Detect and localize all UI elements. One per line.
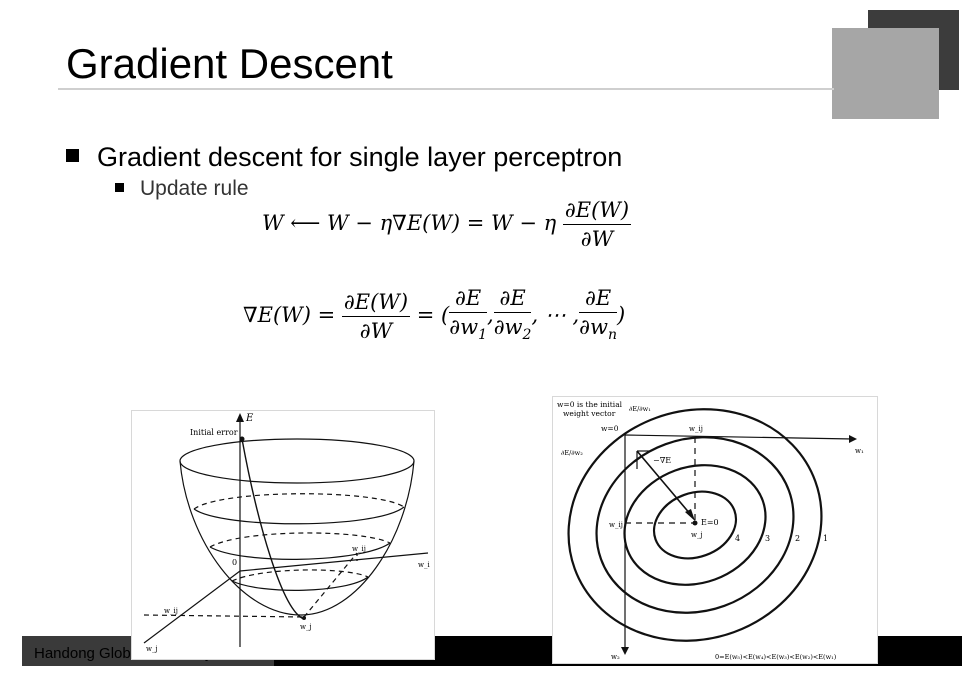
- bowl-outline: [179, 460, 415, 616]
- wj-axis: [143, 570, 241, 644]
- wij-left-label: w_ij: [164, 607, 178, 615]
- initial-weight-note-line2: weight vector: [563, 409, 616, 418]
- contour-4: [652, 490, 738, 560]
- descent-path: [241, 438, 305, 620]
- origin-label: 0: [232, 558, 237, 567]
- dE-dw1-label: ∂E/∂w₁: [629, 405, 651, 413]
- denominator-base: ∂w: [449, 315, 479, 339]
- partial-w1: ∂E ∂w1: [449, 284, 488, 349]
- partial-wn: ∂E ∂wn: [579, 284, 618, 349]
- title-underline: [58, 88, 834, 90]
- neg-grad-label: −∇E: [653, 456, 671, 465]
- gradient-fraction: ∂E(W) ∂W: [341, 288, 411, 345]
- sub-bullet-text: Update rule: [140, 177, 249, 200]
- wi-axis: [239, 552, 429, 572]
- contour-2: [595, 436, 795, 614]
- square-bullet-icon: [66, 149, 79, 162]
- contour-figure: w=0 is the initial weight vector ∂E/∂w₁ …: [552, 396, 878, 664]
- closing-paren: ): [617, 303, 626, 328]
- e-zero-label: E=0: [701, 518, 719, 527]
- denominator-subscript: 1: [478, 327, 488, 344]
- error-surface-diagram: E Initial error 0 w_ij w_ij w_i w_j w_j: [143, 413, 430, 653]
- main-bullet-text: Gradient descent for single layer percep…: [97, 142, 623, 172]
- projection-line-2: [303, 552, 358, 618]
- gradient-lhs: ∇E(W) =: [243, 303, 336, 328]
- corner-decoration-light: [832, 28, 939, 119]
- minimum-point: [302, 616, 306, 620]
- fraction-numerator: ∂E(W): [562, 196, 632, 225]
- contour-3: [623, 464, 767, 586]
- contour-label-2: 2: [795, 534, 800, 543]
- denominator-base: ∂w: [493, 315, 523, 339]
- fraction-numerator: ∂E: [493, 284, 532, 313]
- contour-1: [567, 408, 823, 642]
- w2-axis-arrowhead: [621, 647, 629, 655]
- bowl-band2-front: [209, 542, 391, 560]
- wj-axis-label: w_j: [146, 645, 158, 653]
- descent-arrow: [636, 450, 692, 516]
- main-bullet: Gradient descent for single layer percep…: [66, 140, 622, 174]
- bowl-band2-back: [209, 532, 391, 548]
- denominator-subscript: n: [608, 327, 618, 344]
- dE-dw2-label: ∂E/∂w₂: [561, 449, 583, 457]
- minimum-point: [692, 520, 698, 526]
- contour-label-3: 3: [765, 534, 770, 543]
- fraction-numerator: ∂E: [449, 284, 488, 313]
- update-rule-equation: W ⟵ W − η∇E(W) = W − η ∂E(W) ∂W: [262, 196, 632, 253]
- update-rule-fraction: ∂E(W) ∂W: [562, 196, 632, 253]
- ellipsis: , ⋯ ,: [531, 303, 580, 328]
- bowl-band3-back: [231, 569, 369, 582]
- update-rule-lhs: W ⟵ W − η∇E(W) = W − η: [262, 211, 557, 235]
- partial-w2: ∂E ∂w2: [493, 284, 532, 349]
- w1-axis: [624, 434, 854, 440]
- wi-axis-label: w_i: [418, 561, 430, 569]
- w1-axis-label: w₁: [855, 447, 864, 455]
- slide-title: Gradient Descent: [66, 40, 393, 87]
- w0-label: w=0: [601, 424, 619, 433]
- wj-point-label: w_j: [300, 623, 312, 631]
- e-axis-arrowhead: [236, 413, 244, 422]
- wij-top-label: w_ij: [352, 545, 366, 553]
- fraction-denominator: ∂wn: [579, 313, 617, 349]
- error-surface-figure: E Initial error 0 w_ij w_ij w_i w_j w_j: [131, 410, 435, 660]
- fraction-numerator: ∂E: [579, 284, 618, 313]
- fraction-denominator: ∂w2: [494, 313, 532, 349]
- initial-error-label: Initial error: [190, 428, 238, 437]
- contour-label-1: 1: [823, 534, 828, 543]
- square-bullet-icon: [115, 183, 124, 192]
- contour-label-4: 4: [735, 534, 740, 543]
- fraction-denominator: ∂W: [580, 227, 614, 251]
- energy-ordering-label: 0=E(w₅)<E(w₄)<E(w₃)<E(w₂)<E(w₁): [715, 653, 837, 661]
- fraction-denominator: ∂w1: [449, 313, 487, 349]
- sub-bullet: Update rule: [115, 176, 249, 202]
- fraction-numerator: ∂E(W): [341, 288, 411, 318]
- projection-line-1: [143, 614, 305, 618]
- bowl-rim: [179, 438, 415, 484]
- w1-axis-arrowhead: [849, 435, 857, 443]
- gradient-equals: = (: [416, 303, 450, 328]
- fraction-denominator: ∂W: [359, 319, 393, 344]
- bowl-band-front: [193, 506, 405, 525]
- initial-error-point: [239, 436, 245, 442]
- w2-axis-label: w₂: [611, 653, 620, 661]
- denominator-base: ∂w: [579, 315, 609, 339]
- contour-diagram: w=0 is the initial weight vector ∂E/∂w₁ …: [557, 400, 864, 661]
- bowl-band-back: [193, 493, 405, 510]
- e-axis-label: E: [245, 413, 254, 424]
- denominator-subscript: 2: [522, 327, 532, 344]
- bowl-band3-front: [231, 576, 369, 591]
- initial-weight-note-line1: w=0 is the initial: [557, 400, 623, 409]
- wij-left-label: w_ij: [609, 521, 623, 529]
- wj-point-label: w_j: [691, 531, 703, 539]
- descent-arrowhead: [685, 509, 695, 521]
- wij-top-label: w_ij: [689, 425, 703, 433]
- gradient-equation: ∇E(W) = ∂E(W) ∂W = ( ∂E ∂w1 , ∂E ∂w2 , ⋯…: [243, 284, 625, 349]
